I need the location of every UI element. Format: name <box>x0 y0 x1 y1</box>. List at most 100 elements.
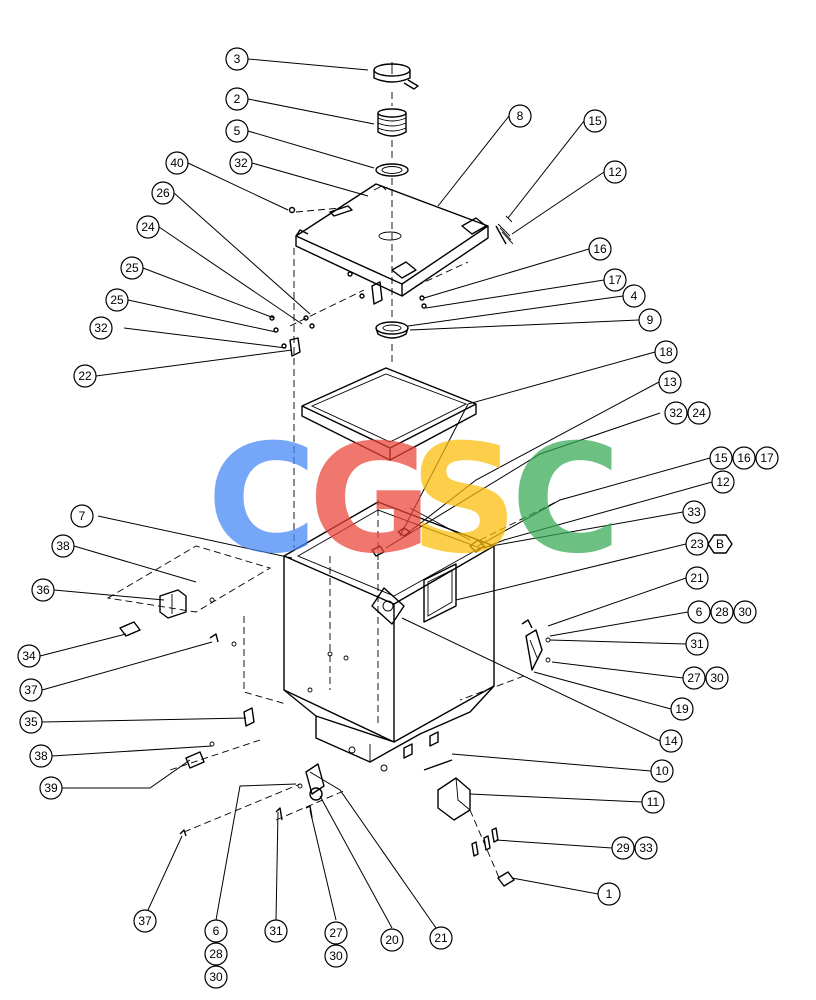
watermark-letter-3: S <box>410 413 518 587</box>
svg-text:15: 15 <box>588 114 602 128</box>
watermark-letter-2: G <box>308 413 431 587</box>
part-hinge-assembly <box>521 619 551 671</box>
callout-9: 9 <box>638 308 662 332</box>
part-side-panel-outline <box>106 545 287 705</box>
callout-16: 16 <box>588 237 612 261</box>
callout-1: 1 <box>597 882 621 906</box>
callout-3: 3 <box>225 47 249 71</box>
callout-18: 18 <box>654 340 678 364</box>
part-flange-plate <box>371 587 405 625</box>
watermark-letter-4: C <box>511 413 621 587</box>
svg-text:38: 38 <box>56 539 70 553</box>
callout-12: 12 <box>603 160 627 184</box>
callout-6: 6 <box>687 600 711 624</box>
part-small-hardware-upper <box>269 206 427 357</box>
callout-40: 40 <box>165 151 189 175</box>
svg-text:4: 4 <box>631 289 638 303</box>
callout-4: 4 <box>622 284 646 308</box>
callout-32-right: 32 <box>664 401 688 425</box>
callout-36: 36 <box>31 578 55 602</box>
svg-text:6: 6 <box>696 605 703 619</box>
callout-13: 13 <box>658 370 682 394</box>
callout-30-lower-left: 30 <box>204 965 228 989</box>
callout-17: 17 <box>603 268 627 292</box>
part-caster-group <box>275 763 325 821</box>
svg-text:1: 1 <box>606 887 613 901</box>
callout-24-right: 24 <box>687 401 711 425</box>
svg-text:26: 26 <box>156 186 170 200</box>
svg-text:27: 27 <box>329 926 343 940</box>
callout-28: 28 <box>710 600 734 624</box>
callout-33-lower: 33 <box>634 836 658 860</box>
svg-text:28: 28 <box>209 947 223 961</box>
svg-text:27: 27 <box>687 671 701 685</box>
part-access-panel <box>423 563 457 623</box>
callout-15-right: 15 <box>709 446 733 470</box>
callout-30-lower-mid: 30 <box>324 944 348 968</box>
leader-lines <box>39 58 713 929</box>
svg-text:32: 32 <box>234 156 248 170</box>
callout-24: 24 <box>136 215 160 239</box>
svg-text:23: 23 <box>690 537 704 551</box>
callout-22: 22 <box>73 364 97 388</box>
callout-39: 39 <box>39 776 63 800</box>
svg-text:22: 22 <box>78 369 92 383</box>
svg-text:18: 18 <box>659 345 673 359</box>
svg-text:15: 15 <box>714 451 728 465</box>
callout-2: 2 <box>225 87 249 111</box>
svg-text:34: 34 <box>22 649 36 663</box>
svg-text:2: 2 <box>234 92 241 106</box>
svg-text:24: 24 <box>692 406 706 420</box>
callout-34: 34 <box>17 644 41 668</box>
part-drawings <box>39 58 713 929</box>
svg-text:9: 9 <box>647 313 654 327</box>
svg-text:30: 30 <box>710 671 724 685</box>
svg-text:12: 12 <box>716 475 730 489</box>
part-gasket-ring <box>375 163 409 177</box>
svg-text:13: 13 <box>663 375 677 389</box>
callout-16-right: 16 <box>732 446 756 470</box>
svg-text:29: 29 <box>616 841 630 855</box>
callout-25-lower: 25 <box>105 288 129 312</box>
svg-text:17: 17 <box>760 451 774 465</box>
svg-text:19: 19 <box>675 702 689 716</box>
svg-text:31: 31 <box>690 637 704 651</box>
part-grommet <box>375 321 409 339</box>
detail-marker-hexagon: B <box>707 534 733 554</box>
callout-35: 35 <box>19 710 43 734</box>
svg-text:25: 25 <box>125 261 139 275</box>
callout-29: 29 <box>611 836 635 860</box>
svg-text:33: 33 <box>639 841 653 855</box>
part-cabinet <box>283 501 495 772</box>
callout-38-lower: 38 <box>29 744 53 768</box>
svg-text:32: 32 <box>669 406 683 420</box>
callout-19: 19 <box>670 697 694 721</box>
part-cap <box>373 62 419 90</box>
svg-text:33: 33 <box>687 505 701 519</box>
callout-38: 38 <box>51 534 75 558</box>
svg-text:36: 36 <box>36 583 50 597</box>
svg-text:37: 37 <box>24 683 38 697</box>
svg-text:35: 35 <box>24 715 38 729</box>
callout-10: 10 <box>650 759 674 783</box>
callout-30: 30 <box>733 600 757 624</box>
svg-text:7: 7 <box>79 509 86 523</box>
watermark: C G S C <box>207 413 621 587</box>
svg-text:30: 30 <box>329 949 343 963</box>
assembly-lines <box>275 92 561 821</box>
callout-25: 25 <box>120 256 144 280</box>
callout-14: 14 <box>659 729 683 753</box>
callout-28-lower: 28 <box>204 942 228 966</box>
callout-20: 20 <box>380 928 404 952</box>
svg-text:30: 30 <box>209 970 223 984</box>
callout-5: 5 <box>225 119 249 143</box>
svg-text:12: 12 <box>608 165 622 179</box>
part-pad <box>119 621 141 637</box>
callout-37-lower: 37 <box>133 909 157 933</box>
callout-27: 27 <box>682 666 706 690</box>
callout-31: 31 <box>685 632 709 656</box>
callout-32: 32 <box>229 151 253 175</box>
part-inner-fittings <box>371 507 485 557</box>
svg-text:24: 24 <box>141 220 155 234</box>
